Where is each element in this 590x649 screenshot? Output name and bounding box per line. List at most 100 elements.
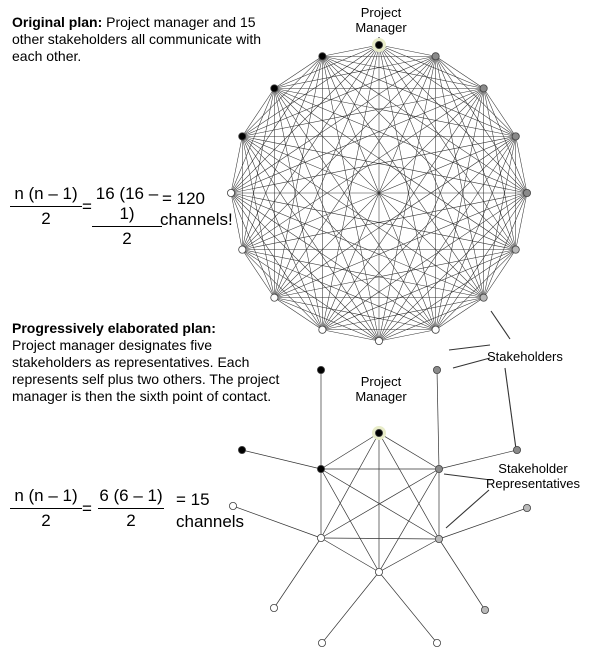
mesh-channel-line <box>322 56 516 250</box>
mesh-channel-line <box>230 192 484 298</box>
stakeholder-link-line <box>438 507 528 540</box>
mesh-channel-line <box>378 44 436 57</box>
stakeholder-link-line <box>378 571 438 644</box>
stakeholder-node <box>480 606 489 615</box>
stakeholder-node <box>374 336 383 345</box>
stakeholder-node <box>318 325 327 334</box>
elaborated-formula-right-fraction: 6 (6 – 1) 2 <box>98 486 164 531</box>
representative-channel-line <box>320 537 440 540</box>
mesh-channel-line <box>242 88 484 250</box>
mesh-channel-line <box>322 55 484 89</box>
representative-channel-line <box>320 432 380 470</box>
stakeholder-node <box>431 52 440 61</box>
representative-channel-line <box>378 432 440 540</box>
stakeholder-node <box>269 604 278 613</box>
mesh-channel-line <box>322 56 516 137</box>
mesh-channel-line <box>274 136 516 298</box>
fraction-bar <box>10 508 82 509</box>
stakeholder-node <box>523 188 532 197</box>
representative-channel-line <box>320 468 380 573</box>
mesh-channel-line <box>483 88 517 250</box>
project-manager-node <box>374 428 383 437</box>
mesh-channel-line <box>435 192 528 330</box>
elaborated-formula-left-numerator: n (n – 1) <box>14 486 78 505</box>
stakeholder-link-line <box>321 571 380 644</box>
mesh-channel-line <box>242 136 323 330</box>
representative-channel-line <box>378 432 440 470</box>
full-mesh-edges <box>230 44 528 342</box>
mesh-channel-line <box>322 88 484 330</box>
stakeholder-link-line <box>273 537 322 609</box>
mesh-channel-line <box>378 56 436 342</box>
mesh-channel-line <box>515 192 528 250</box>
full-mesh-nodes <box>226 38 532 345</box>
mesh-channel-line <box>230 136 516 194</box>
mesh-channel-line <box>230 136 243 194</box>
fraction-bar <box>92 226 162 227</box>
mesh-channel-line <box>242 136 380 342</box>
mesh-channel-line <box>274 56 323 298</box>
mesh-channel-line <box>274 297 380 342</box>
mesh-channel-line <box>274 88 380 342</box>
mesh-channel-line <box>230 192 436 330</box>
mesh-channel-line <box>322 56 528 194</box>
mesh-channel-line <box>274 56 323 89</box>
mesh-channel-line <box>230 88 275 194</box>
mesh-channel-line <box>242 136 484 298</box>
original-formula-left-fraction: n (n – 1) 2 <box>10 184 82 229</box>
stakeholder-node <box>228 501 237 510</box>
stakeholders-label: Stakeholders <box>487 349 563 364</box>
representative-channel-line <box>320 468 440 540</box>
original-formula-equals: = <box>82 197 92 216</box>
elaborated-formula-left-fraction: n (n – 1) 2 <box>10 486 82 531</box>
stakeholder-link-line <box>438 449 518 470</box>
callout-line <box>452 357 491 369</box>
mesh-channel-line <box>322 329 380 342</box>
elaborated-formula-equals: = <box>82 499 92 518</box>
representative-network-edges <box>232 369 528 644</box>
mesh-channel-line <box>322 56 380 342</box>
representative-node <box>374 568 383 577</box>
mesh-channel-line <box>241 88 275 250</box>
stakeholder-node <box>523 503 532 512</box>
representative-channel-line <box>378 538 440 573</box>
mesh-channel-line <box>322 297 484 331</box>
representative-node <box>316 464 325 473</box>
stakeholder-link-line <box>241 449 322 470</box>
mesh-channel-line <box>322 44 380 330</box>
mesh-channel-line <box>230 192 275 298</box>
mesh-channel-line <box>274 297 436 331</box>
stakeholder-representatives-label: Stakeholder Representatives <box>486 461 580 491</box>
stakeholder-node <box>318 52 327 61</box>
elaborated-plan-text: Progressively elaborated plan: Project m… <box>12 320 287 405</box>
mesh-channel-line <box>242 88 275 137</box>
stakeholder-link-line <box>436 369 440 470</box>
mesh-channel-line <box>241 136 275 298</box>
stakeholder-link-line <box>232 505 322 539</box>
mesh-channel-line <box>483 249 516 298</box>
stakeholder-node <box>513 445 522 454</box>
mesh-channel-line <box>230 56 323 194</box>
callout-line <box>443 473 492 481</box>
mesh-channel-line <box>378 329 436 342</box>
mesh-channel-line <box>378 44 516 137</box>
stakeholder-node <box>238 132 247 141</box>
mesh-channel-line <box>435 56 528 194</box>
original-formula-right-numerator: 16 (16 – 1) <box>95 184 159 223</box>
representative-channel-line <box>320 432 380 539</box>
stakeholder-node <box>270 293 279 302</box>
mesh-channel-line <box>274 56 436 298</box>
callout-line <box>490 310 511 340</box>
project-manager-label-bottom: Project Manager <box>355 374 407 404</box>
stakeholder-node <box>511 132 520 141</box>
mesh-channel-line <box>230 192 323 330</box>
mesh-channel-line <box>435 297 484 330</box>
mesh-channel-line <box>378 249 516 342</box>
representative-channel-line <box>320 468 440 539</box>
stakeholder-node <box>237 445 246 454</box>
callout-line <box>445 489 490 529</box>
mesh-channel-line <box>274 88 323 330</box>
original-plan-text: Original plan: Project manager and 15 ot… <box>12 14 262 65</box>
mesh-channel-line <box>242 56 323 137</box>
